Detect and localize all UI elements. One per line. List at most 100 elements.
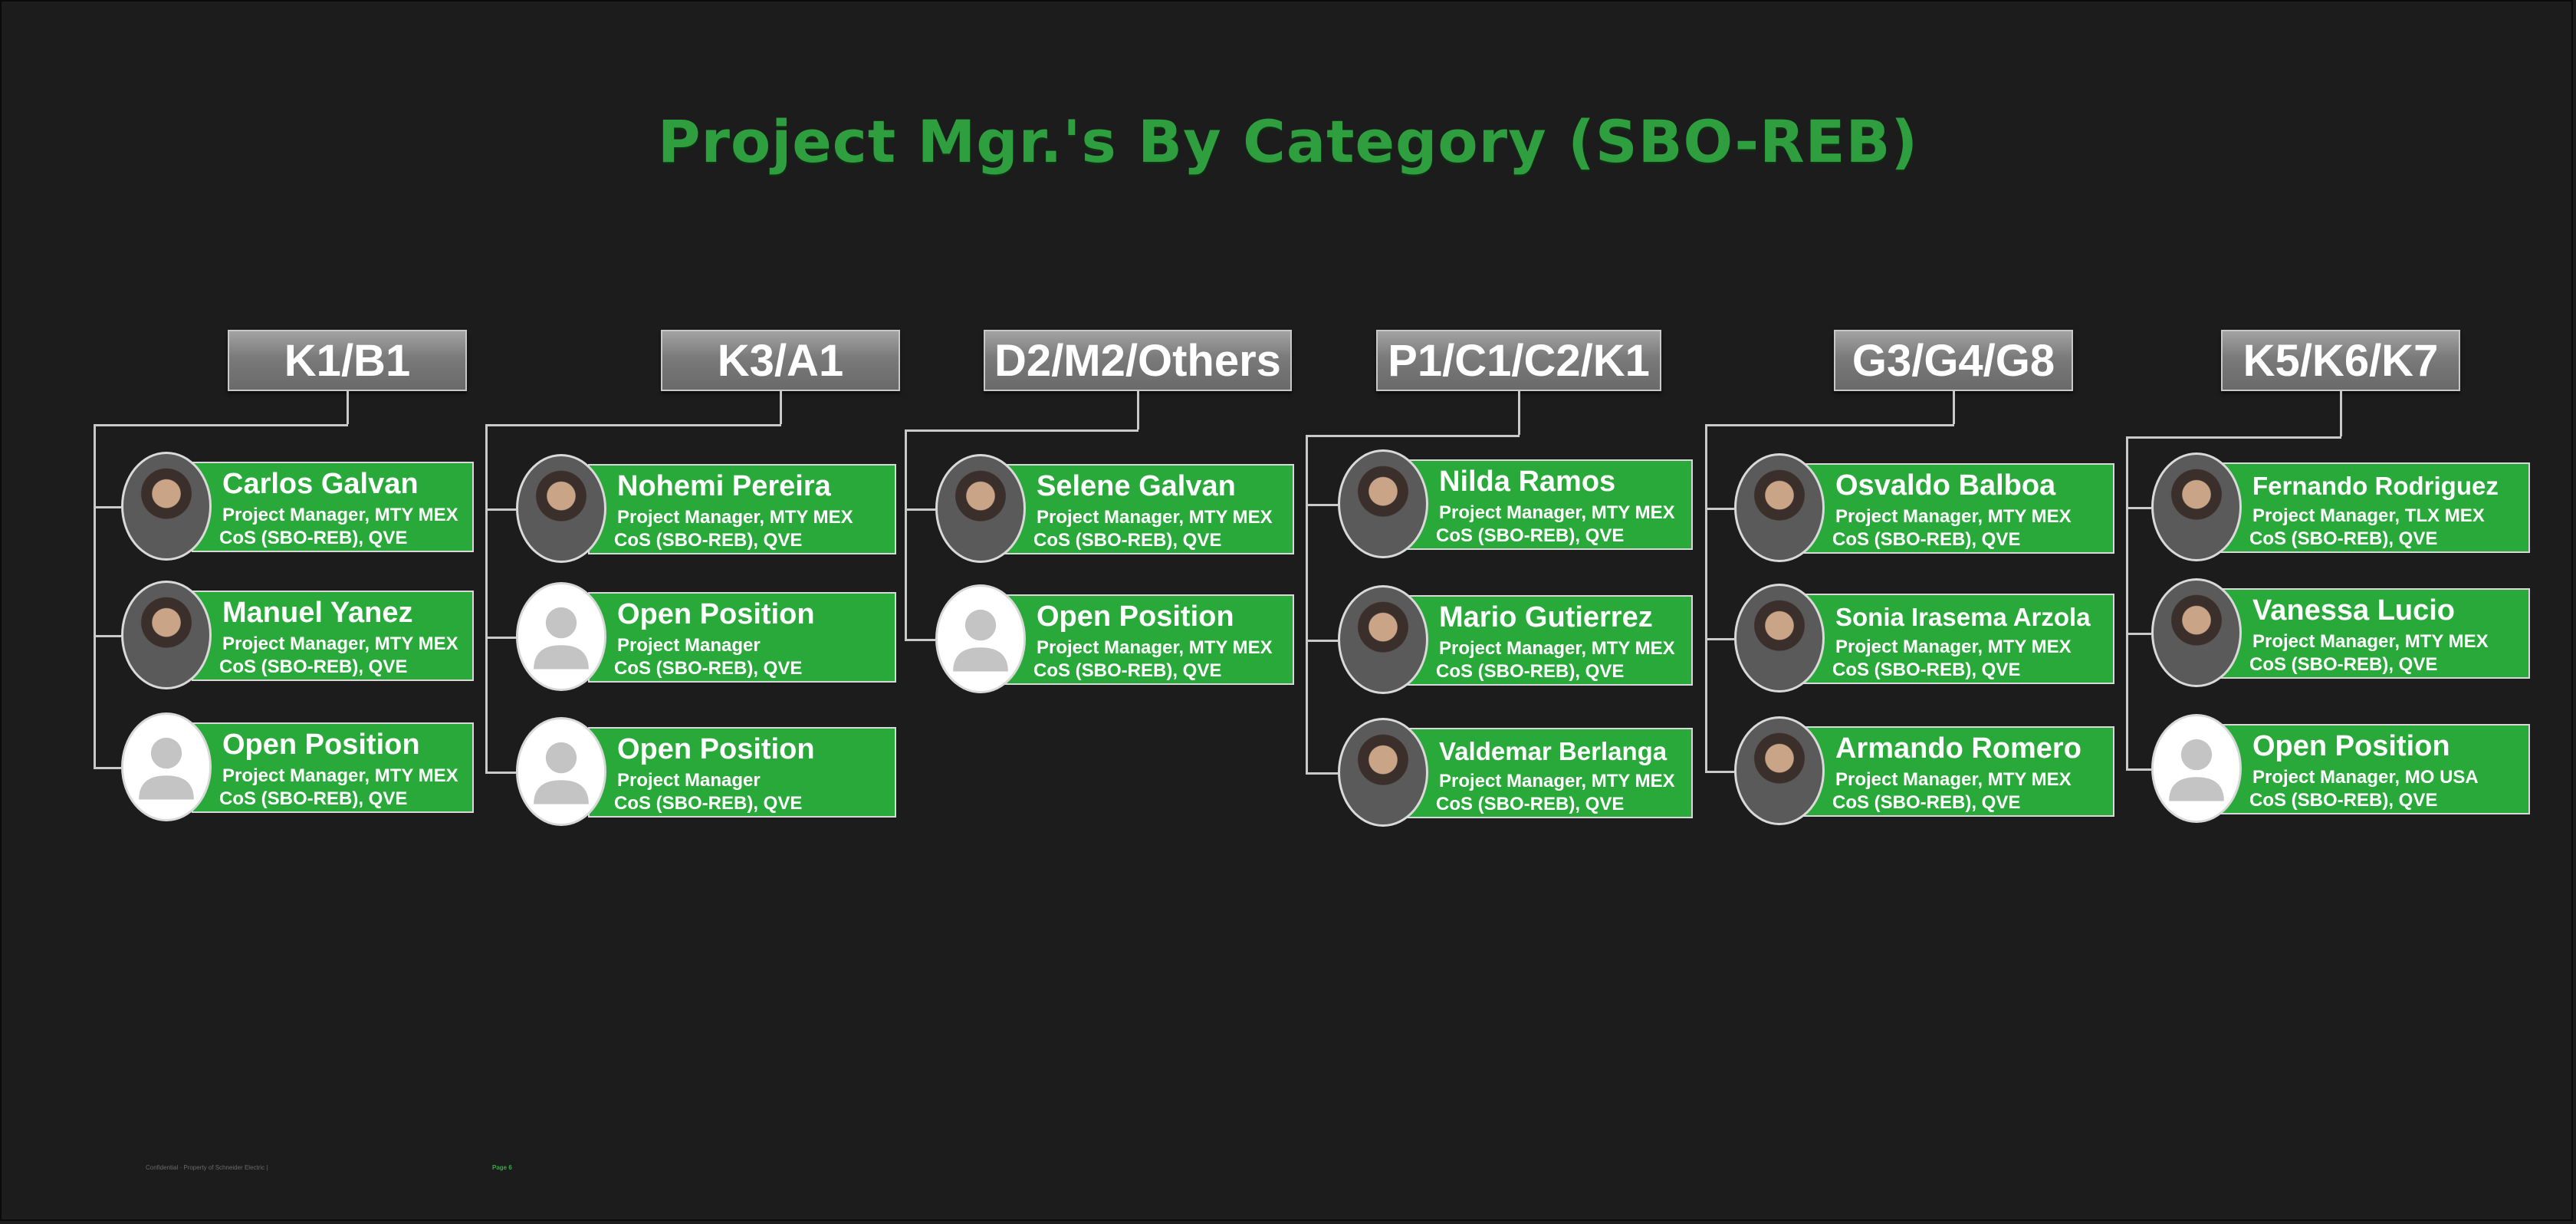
person-cos: CoS (SBO-REB), QVE [1436,794,1625,814]
person-name: Vanessa Lucio [2252,594,2456,627]
avatar-photo [121,581,212,689]
category-header: K5/K6/K7 [2221,330,2460,391]
connector-line [485,508,516,511]
person-role: Project Manager, MTY MEX [1439,771,1675,791]
person-name: Fernando Rodriguez [2252,472,2499,500]
person-name: Open Position [1037,600,1234,633]
connector-line [905,508,935,511]
connector-line [1137,391,1139,429]
connector-line [1705,638,1734,640]
person-cos: CoS (SBO-REB), QVE [614,658,803,679]
connector-line [1705,771,1734,773]
avatar-placeholder-icon [516,717,606,826]
connector-line [2126,436,2128,770]
person-role: Project Manager, MO USA [2252,767,2479,788]
connector-line [485,424,781,426]
person-cos: CoS (SBO-REB), QVE [2249,654,2438,675]
person-role: Project Manager, MTY MEX [222,633,458,654]
person-role: Project Manager, MTY MEX [222,505,458,525]
footer-confidential-note: Confidential · Property of Schneider Ele… [146,1164,268,1171]
category-header: P1/C1/C2/K1 [1376,330,1661,391]
person-cos: CoS (SBO-REB), QVE [1436,661,1625,682]
person-role: Project Manager, MTY MEX [1835,506,2072,527]
person-cos: CoS (SBO-REB), QVE [614,530,803,551]
avatar-photo [1338,585,1428,694]
avatar-placeholder-icon [516,582,606,691]
avatar-placeholder-icon [121,712,212,821]
connector-line [1306,504,1338,506]
person-name: Nilda Ramos [1439,466,1616,498]
connector-line [1306,435,1520,437]
connector-line [1306,640,1338,642]
avatar-photo [516,454,606,563]
person-cos: CoS (SBO-REB), QVE [219,656,408,677]
person-name: Open Position [2252,730,2450,762]
avatar-photo [935,454,1026,563]
avatar-photo [1734,716,1825,825]
connector-line [905,429,1138,432]
connector-line [2126,507,2151,509]
connector-line [485,772,516,774]
page-title: Project Mgr.'s By Category (SBO-REB) [657,107,1919,176]
avatar-placeholder-icon [935,584,1026,693]
connector-line [905,429,907,640]
connector-line [905,639,935,641]
person-cos: CoS (SBO-REB), QVE [219,528,408,548]
avatar-photo [1338,449,1428,558]
person-role: Project Manager, MTY MEX [1439,638,1675,659]
person-cos: CoS (SBO-REB), QVE [1436,525,1625,546]
avatar-photo [121,452,212,561]
person-name: Open Position [222,729,420,761]
connector-line [780,391,782,424]
person-role: Project Manager, MTY MEX [1835,637,2072,657]
person-name: Sonia Irasema Arzola [1835,603,2091,631]
connector-line [1306,772,1338,775]
connector-line [485,637,516,639]
person-cos: CoS (SBO-REB), QVE [1832,660,2021,680]
connector-line [2126,436,2341,439]
person-cos: CoS (SBO-REB), QVE [614,793,803,814]
person-role: Project Manager [617,770,761,791]
connector-line [2126,633,2151,635]
person-name: Manuel Yanez [222,597,413,629]
connector-line [1953,391,1955,424]
person-role: Project Manager, MTY MEX [1037,507,1273,528]
person-role: Project Manager, MTY MEX [222,765,458,786]
connector-line [1518,391,1520,435]
person-name: Carlos Galvan [222,468,419,500]
person-name: Mario Gutierrez [1439,601,1653,633]
avatar-photo [1734,584,1825,693]
avatar-photo [2151,578,2242,687]
person-name: Nohemi Pereira [617,470,831,502]
person-name: Open Position [617,598,815,630]
person-role: Project Manager, TLX MEX [2252,505,2485,526]
person-name: Selene Galvan [1037,470,1236,502]
person-role: Project Manager, MTY MEX [1439,502,1675,523]
avatar-photo [1734,453,1825,562]
category-header: G3/G4/G8 [1834,330,2073,391]
category-header: D2/M2/Others [984,330,1292,391]
person-cos: CoS (SBO-REB), QVE [1832,792,2021,813]
person-name: Armando Romero [1835,732,2082,765]
connector-line [94,506,121,508]
person-cos: CoS (SBO-REB), QVE [2249,528,2438,549]
category-header: K1/B1 [228,330,467,391]
connector-line [94,424,348,426]
person-cos: CoS (SBO-REB), QVE [2249,790,2438,811]
avatar-placeholder-icon [2151,714,2242,823]
person-role: Project Manager [617,635,761,656]
person-cos: CoS (SBO-REB), QVE [219,788,408,809]
connector-line [1705,424,1707,772]
